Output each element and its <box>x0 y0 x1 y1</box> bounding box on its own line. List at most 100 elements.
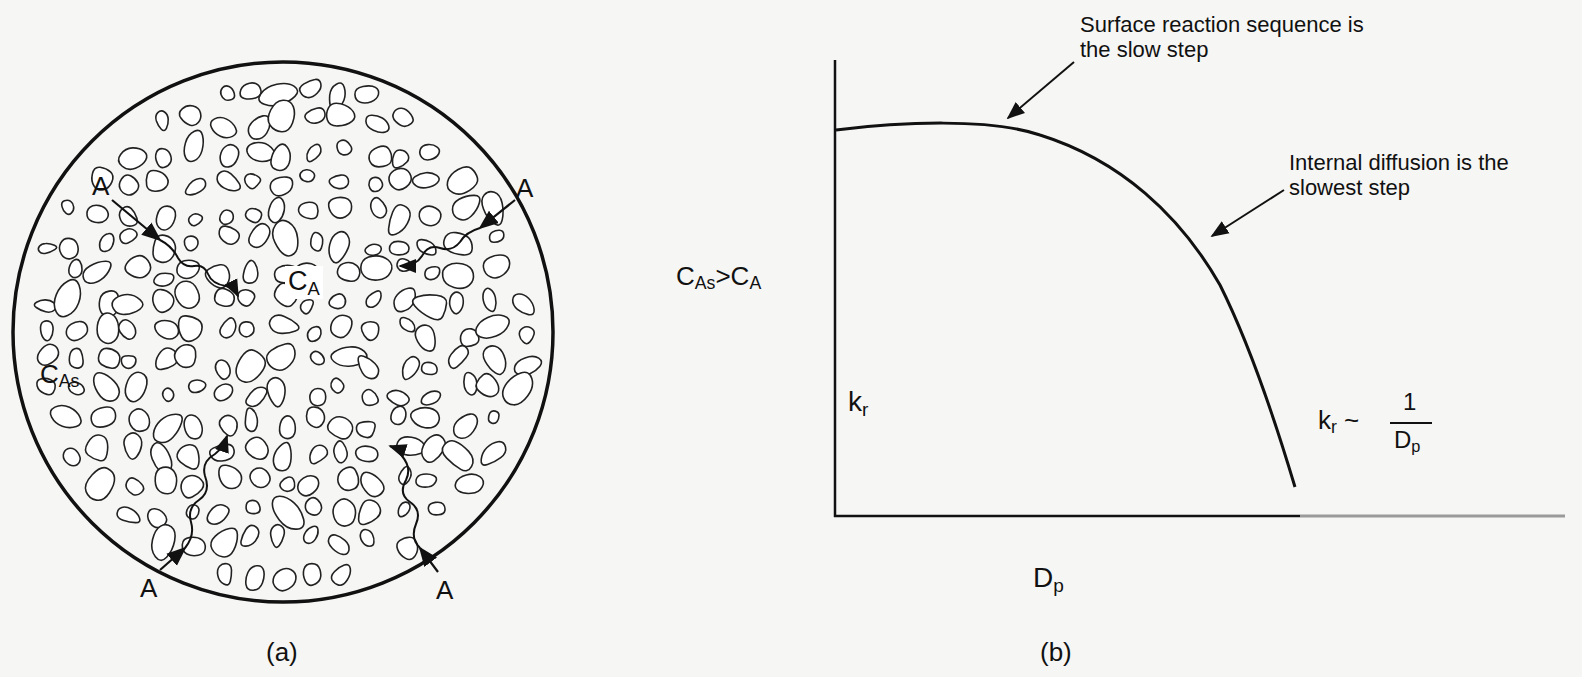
pore <box>337 140 352 155</box>
pore <box>270 315 299 333</box>
pore <box>280 477 295 491</box>
concentration-label: CAs>CA <box>676 262 761 294</box>
pore-path <box>390 446 420 548</box>
pore <box>112 294 143 314</box>
pore <box>156 206 175 230</box>
leader-arrow <box>1008 62 1074 118</box>
pore <box>476 315 509 338</box>
fraction-bar <box>1390 422 1432 424</box>
pore <box>365 244 381 255</box>
pore <box>245 174 261 189</box>
pore <box>238 290 255 306</box>
pore <box>481 442 506 466</box>
pore <box>329 294 346 309</box>
pore <box>329 197 352 218</box>
pore <box>177 445 199 469</box>
pore <box>366 115 389 132</box>
pore <box>215 360 230 379</box>
pore <box>328 535 349 555</box>
pore <box>100 234 114 252</box>
pore <box>248 116 270 139</box>
pore <box>452 195 479 220</box>
pore <box>62 200 74 214</box>
pore <box>300 79 321 97</box>
pore <box>34 300 56 312</box>
pore <box>249 224 270 248</box>
pore <box>306 407 324 427</box>
pore <box>389 168 411 190</box>
pore <box>455 474 483 493</box>
pore <box>304 526 318 543</box>
pore-path <box>185 436 227 548</box>
pore <box>120 229 137 244</box>
pore <box>371 198 387 218</box>
pore <box>298 476 319 496</box>
pore <box>411 408 440 428</box>
pore <box>369 146 392 167</box>
pore <box>155 320 179 339</box>
pore <box>519 327 534 344</box>
pore <box>420 145 440 160</box>
annotation: Surface reaction sequence is the slow st… <box>1080 12 1380 63</box>
pore <box>387 390 409 406</box>
arrow <box>480 200 515 228</box>
pore-path <box>160 240 238 296</box>
pore <box>483 255 509 278</box>
pore <box>220 210 234 224</box>
pore <box>490 230 504 242</box>
pore <box>163 388 174 401</box>
pore <box>310 351 324 364</box>
pore <box>421 391 440 405</box>
pore <box>215 288 235 306</box>
pore <box>129 409 149 432</box>
pore <box>307 327 321 342</box>
pore <box>361 322 378 341</box>
pore <box>360 530 374 547</box>
pore <box>361 472 384 496</box>
pore <box>419 206 441 226</box>
pore <box>97 313 119 343</box>
pore <box>270 177 292 196</box>
pore <box>337 263 359 282</box>
catalyst-pellet <box>13 62 553 602</box>
pore <box>400 317 415 331</box>
pore <box>246 208 262 222</box>
pore <box>356 422 375 438</box>
pore <box>124 433 142 459</box>
pore <box>177 260 200 278</box>
pore <box>186 178 206 194</box>
pore <box>189 380 206 393</box>
pore <box>156 111 168 131</box>
pore <box>175 281 199 308</box>
pore <box>220 145 239 167</box>
pore <box>219 465 242 488</box>
pore <box>443 263 474 288</box>
pore <box>355 86 379 103</box>
pore <box>442 441 473 471</box>
pore <box>125 372 147 402</box>
pore <box>268 197 284 222</box>
pore <box>69 259 82 277</box>
pore <box>393 108 413 126</box>
pore <box>267 344 295 371</box>
pore <box>329 232 349 263</box>
pore <box>503 372 533 405</box>
pore <box>98 348 119 368</box>
pore <box>219 226 239 244</box>
pore <box>413 295 447 320</box>
pore <box>83 261 111 283</box>
pore <box>146 170 168 191</box>
pore <box>454 414 478 438</box>
pore <box>155 467 176 494</box>
pore <box>307 144 321 161</box>
x-axis <box>1300 515 1565 518</box>
pore <box>246 566 264 590</box>
pore <box>389 205 411 235</box>
pore <box>246 500 260 513</box>
pore <box>271 144 290 170</box>
pore <box>303 564 320 586</box>
pore <box>305 108 325 123</box>
axis-label: Dp <box>1033 562 1064 597</box>
species-label: A <box>140 574 157 604</box>
pore <box>329 175 348 189</box>
